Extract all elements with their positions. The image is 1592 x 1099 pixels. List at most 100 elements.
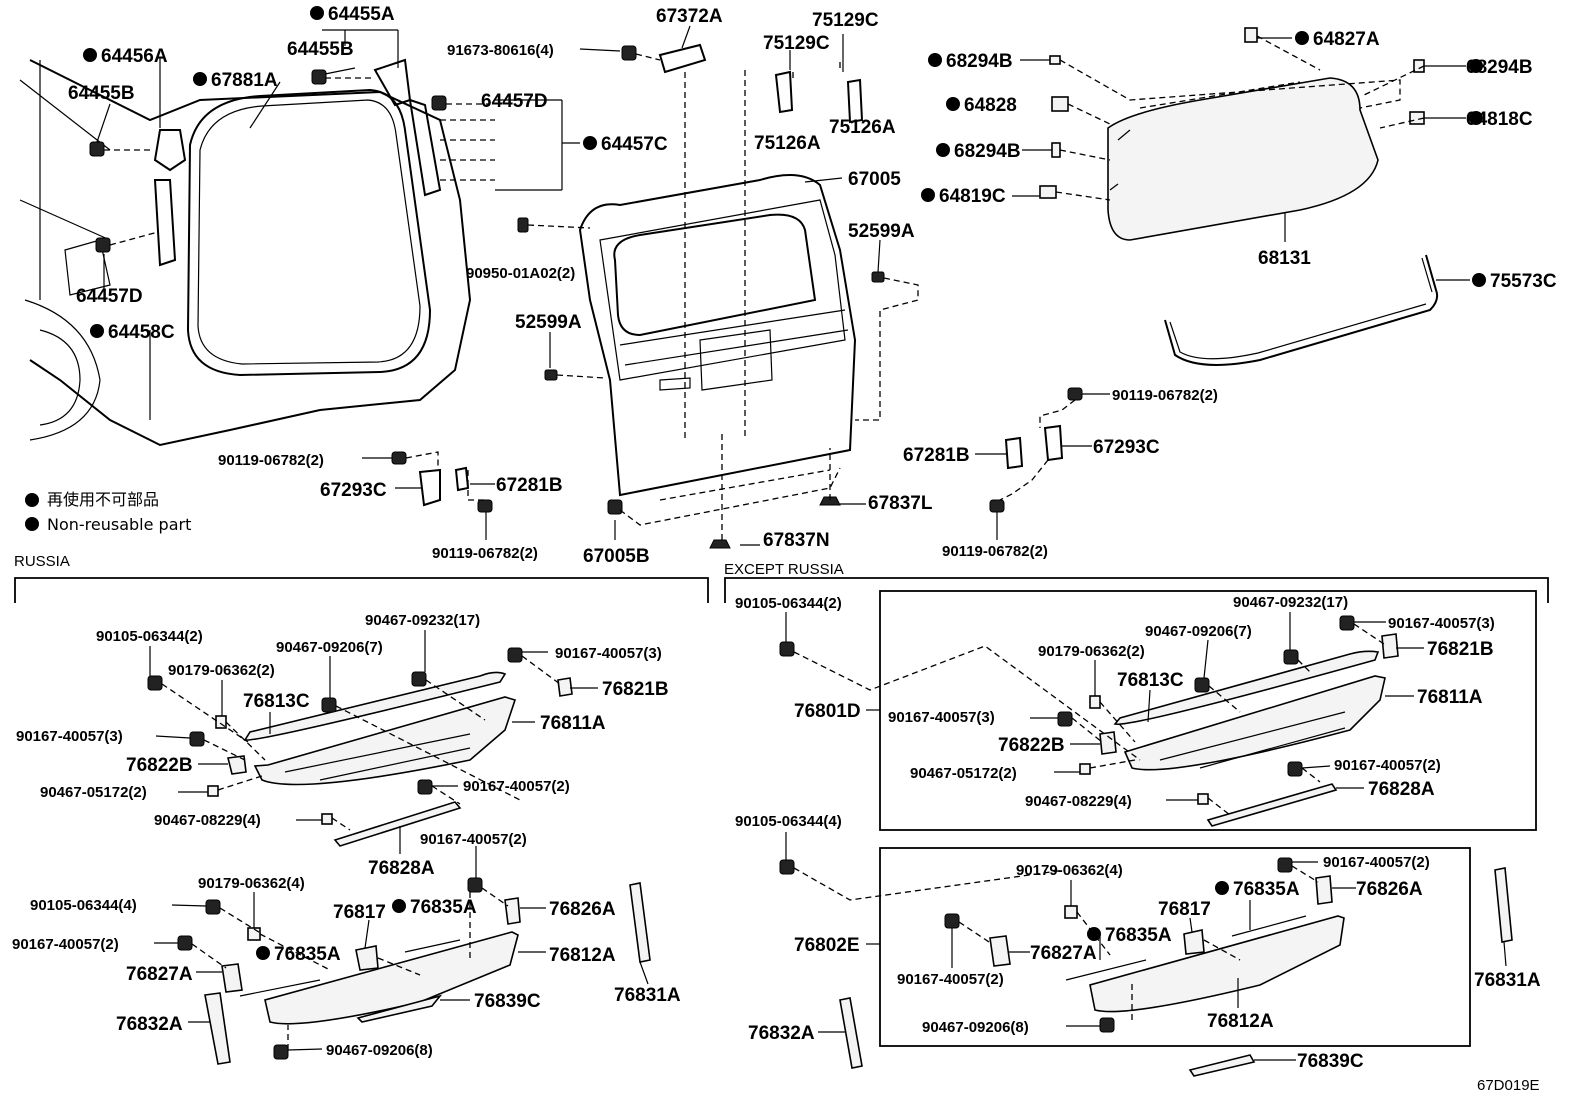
label-76832A: 76832A [116, 1014, 183, 1035]
label-90167-40057-2a: 90167-40057(2) [463, 778, 570, 795]
label-67881A: 67881A [211, 70, 278, 91]
legend: 再使用不可部品 Non-reusable part [25, 490, 191, 534]
label-90467-09232: 90467-09232(17) [365, 612, 480, 629]
label-90167-40057-3a: 90167-40057(3) [555, 645, 662, 662]
label-76827A: 76827A [126, 964, 193, 985]
back-door-panel [517, 174, 919, 549]
label-90119-06782-b: 90119-06782(2) [432, 545, 538, 562]
label-90467-08229: 90467-08229(4) [154, 812, 261, 829]
non-reusable-bullet-icon [256, 946, 270, 960]
label-90167-40057-3b: 90167-40057(3) [16, 728, 123, 745]
label-67005B: 67005B [583, 546, 650, 567]
label-52599A-left: 52599A [515, 312, 582, 333]
label-90105-06344-a: 90105-06344(2) [96, 628, 203, 645]
non-reusable-bullet-icon [1215, 881, 1229, 895]
label-90467-05172: 90467-05172(2) [40, 784, 147, 801]
non-reusable-bullet-icon [25, 517, 39, 531]
label-90105-06344-b: 90105-06344(4) [30, 897, 137, 914]
label-76817: 76817 [333, 902, 386, 923]
labels-russia: 90467-09232(17) 90105-06344(2) 90467-092… [12, 612, 681, 1059]
label-64456A: 64456A [101, 46, 168, 67]
label-90167-40057-2b: 90167-40057(2) [1323, 854, 1430, 871]
label-67005: 67005 [848, 169, 901, 190]
label-64819C: 64819C [939, 186, 1006, 207]
label-90179-06362-4: 90179-06362(4) [1016, 862, 1123, 879]
label-76835A-b: 76835A [274, 944, 341, 965]
label-76831A: 76831A [1474, 970, 1541, 991]
label-67837N: 67837N [763, 530, 830, 551]
label-76817: 76817 [1158, 899, 1211, 920]
label-76811A: 76811A [1417, 687, 1483, 708]
label-76822B: 76822B [998, 735, 1065, 756]
label-64455B-left: 64455B [68, 83, 135, 104]
label-76813C: 76813C [243, 691, 310, 712]
label-90119-06782-d: 90119-06782(2) [942, 543, 1048, 560]
label-90167-40057-2b: 90167-40057(2) [420, 831, 527, 848]
non-reusable-bullet-icon [392, 899, 406, 913]
label-76827A: 76827A [1030, 943, 1097, 964]
label-67837L: 67837L [868, 493, 933, 514]
non-reusable-bullet-icon [946, 97, 960, 111]
label-75573C: 75573C [1490, 271, 1557, 292]
label-90105-06344-b: 90105-06344(4) [735, 813, 842, 830]
label-76828A: 76828A [1368, 779, 1435, 800]
label-64458C: 64458C [108, 322, 175, 343]
non-reusable-bullet-icon [83, 48, 97, 62]
hinge-parts [621, 34, 864, 440]
label-90179-06362-2: 90179-06362(2) [1038, 643, 1145, 660]
latch-left [362, 451, 495, 540]
label-68294B-a: 68294B [946, 51, 1013, 72]
label-75126A-b: 75126A [829, 117, 896, 138]
non-reusable-bullet-icon [310, 6, 324, 20]
labels-upper-middle: 91673-80616(4) 67372A 75129C 75129C 7512… [218, 6, 933, 567]
non-reusable-bullet-icon [25, 493, 39, 507]
label-90119-06782-a: 90119-06782(2) [218, 452, 324, 469]
except-russia-leaders [785, 612, 1507, 1061]
back-glass [1012, 27, 1470, 366]
label-52599A-right: 52599A [848, 221, 915, 242]
label-76835A-a: 76835A [1233, 879, 1300, 900]
label-90167-40057-2c: 90167-40057(2) [897, 971, 1004, 988]
legend-jp: 再使用不可部品 [47, 490, 159, 509]
label-67293C-right: 67293C [1093, 437, 1160, 458]
label-90467-09232: 90467-09232(17) [1233, 594, 1348, 611]
label-76811A: 76811A [540, 713, 606, 734]
russia-leaders [149, 630, 649, 1051]
non-reusable-bullet-icon [921, 188, 935, 202]
label-90179-06362-2: 90179-06362(2) [168, 662, 275, 679]
label-76812A: 76812A [1207, 1011, 1274, 1032]
label-67372A: 67372A [656, 6, 723, 27]
label-90105-06344-a: 90105-06344(2) [735, 595, 842, 612]
label-91673-80616: 91673-80616(4) [447, 42, 554, 59]
label-76802E: 76802E [794, 935, 860, 956]
label-76839C: 76839C [474, 991, 541, 1012]
label-76839C: 76839C [1297, 1051, 1364, 1072]
russia-garnish-parts [147, 647, 651, 1065]
section-brackets: RUSSIA EXCEPT RUSSIA [14, 553, 1549, 1047]
non-reusable-bullet-icon [936, 143, 950, 157]
label-90179-06362-4: 90179-06362(4) [198, 875, 305, 892]
label-64455B: 64455B [287, 39, 354, 60]
label-64457D-right: 64457D [481, 91, 548, 112]
label-64828: 64828 [964, 95, 1017, 116]
label-90119-06782-c: 90119-06782(2) [1112, 387, 1218, 404]
label-76832A: 76832A [748, 1023, 815, 1044]
label-76812A: 76812A [549, 945, 616, 966]
label-90467-09206: 90467-09206(7) [276, 639, 383, 656]
section-russia: RUSSIA [14, 553, 70, 570]
non-reusable-bullet-icon [1469, 111, 1483, 125]
label-67293C-left: 67293C [320, 480, 387, 501]
except-russia-lower-box [879, 847, 1471, 1047]
vehicle-body-opening [19, 58, 495, 447]
label-67281B-right: 67281B [903, 445, 970, 466]
label-90167-40057-2c: 90167-40057(2) [12, 936, 119, 953]
label-76828A: 76828A [368, 858, 435, 879]
label-76826A: 76826A [1356, 879, 1423, 900]
non-reusable-bullet-icon [90, 324, 104, 338]
label-64457D-left: 64457D [76, 286, 143, 307]
upper-left-leaders [96, 29, 580, 420]
label-76835A-b: 76835A [1105, 925, 1172, 946]
non-reusable-bullet-icon [1295, 31, 1309, 45]
label-68131: 68131 [1258, 248, 1311, 269]
